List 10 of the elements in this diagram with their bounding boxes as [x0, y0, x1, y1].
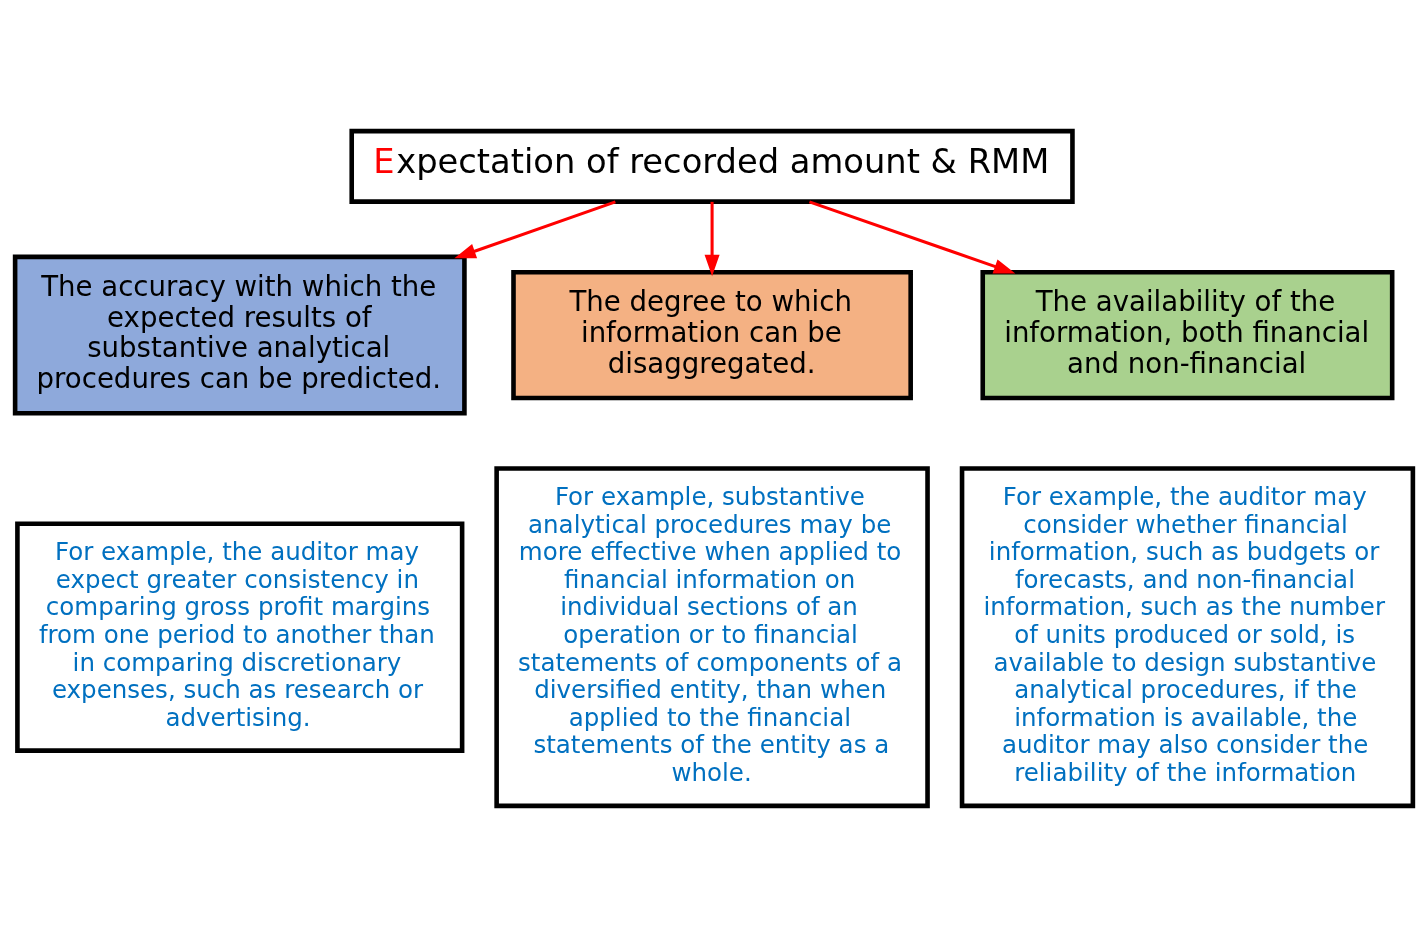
node-box: For example, the auditor may expect greater consistency in comparing gross profit margins from one period to another than in comparing discretionary expenses, such as research or advertising.	[15, 520, 465, 753]
node-box: The availability of the information, both financial and non-financial	[980, 269, 1395, 400]
node-box: For example, the auditor may consider whether financial information, such as budgets or forecasts, and non-financial information, such as the number of units produced or sold, is available to design substantive analytical procedures, if the information is available, the auditor may also consider the reliability of the information	[959, 465, 1416, 808]
arrow	[704, 201, 720, 276]
node-box: The accuracy with which the expected results of substantive analytical procedures can be predicted.	[12, 254, 467, 416]
node-box: For example, substantive analytical procedures may be more effective when applied to financial information on individual sections of an operation or to financial statements of components of a diversified entity, than when applied to the financial statements of the entity as a whole.	[494, 465, 930, 808]
arrow	[808, 199, 1016, 274]
node-box: The degree to which information can be disaggregated.	[511, 269, 913, 400]
node-box: Expectation of recorded amount & RMM	[349, 128, 1075, 204]
arrow	[454, 199, 616, 258]
